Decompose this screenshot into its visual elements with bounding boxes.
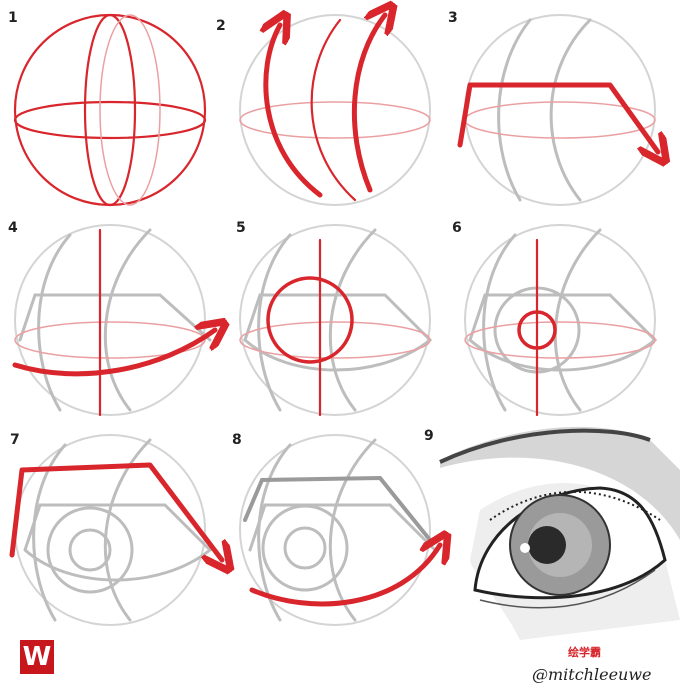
step-number: 6 xyxy=(452,220,462,236)
artist-signature: @mitchleeuwe xyxy=(532,665,652,684)
step-number: 2 xyxy=(216,18,226,34)
step-7-panel: 7 xyxy=(9,432,222,626)
step-3-panel: 3 xyxy=(448,10,658,206)
step-number: 8 xyxy=(232,432,242,448)
step-number: 5 xyxy=(236,220,246,236)
brand-logo: W xyxy=(20,640,54,674)
step-4-panel: 4 xyxy=(8,220,215,417)
step-number: 1 xyxy=(8,10,18,26)
step-2-panel: 2 xyxy=(216,15,431,206)
logo-letter: W xyxy=(22,642,52,672)
step-6-panel: 6 xyxy=(452,220,658,417)
step-8-panel: 8 xyxy=(232,432,440,626)
step-number: 9 xyxy=(424,428,434,444)
step-number: 7 xyxy=(10,432,20,448)
step-9-finished-eye: 9 xyxy=(424,426,680,640)
step-number: 4 xyxy=(8,220,18,236)
step-1-panel: 1 xyxy=(8,10,207,207)
step-5-panel: 5 xyxy=(236,220,433,417)
step-number: 3 xyxy=(448,10,458,26)
watermark-text: 绘学霸 xyxy=(568,646,601,659)
